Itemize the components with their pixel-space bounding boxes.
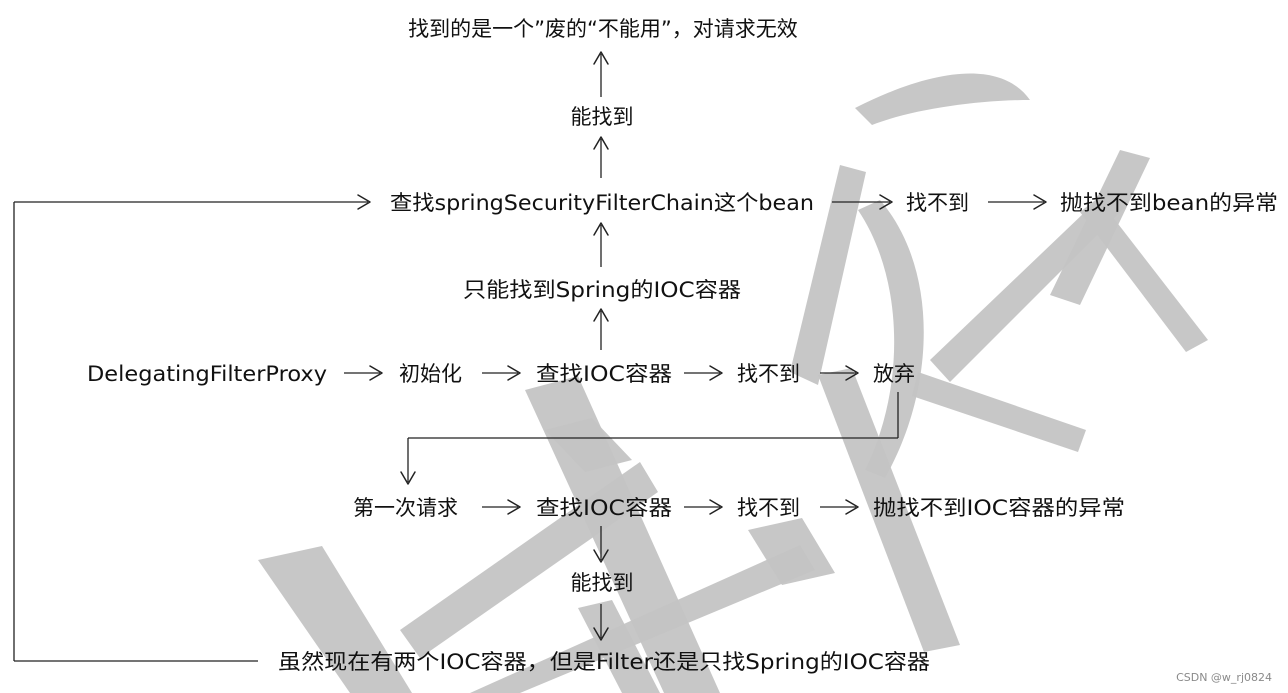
brush-stroke <box>930 190 1124 382</box>
arrowhead-down <box>593 627 609 641</box>
brush-stroke <box>858 200 924 478</box>
arrowhead-right <box>879 194 893 210</box>
init-label: 初始化 <box>399 362 462 386</box>
brush-stroke <box>1080 198 1208 352</box>
arrowhead-right <box>845 365 859 381</box>
find-ioc-1-label: 查找IOC容器 <box>536 362 672 386</box>
brush-stroke <box>912 372 1086 452</box>
background-brush-strokes <box>258 73 1208 693</box>
arrowhead-right <box>369 365 383 381</box>
arrowhead-right <box>507 365 521 381</box>
connectors <box>13 51 1047 662</box>
two-containers-note-label: 虽然现在有两个IOC容器，但是Filter还是只找Spring的IOC容器 <box>278 650 930 674</box>
brush-stroke <box>855 73 1030 125</box>
not-found-ioc-2-label: 找不到 <box>737 496 800 520</box>
arrowhead-down <box>400 471 416 485</box>
arrowhead-right <box>709 365 723 381</box>
top-result-label: 找到的是一个”废的“不能用”，对请求无效 <box>408 17 798 41</box>
find-ioc-2-label: 查找IOC容器 <box>536 496 672 520</box>
arrowhead-right <box>845 499 859 515</box>
node-labels: 找到的是一个”废的“不能用”，对请求无效 能找到 查找springSecurit… <box>87 17 1278 674</box>
arrowhead-up <box>593 136 609 150</box>
throw-bean-exception-label: 抛找不到bean的异常 <box>1060 191 1278 215</box>
arrowhead-right <box>507 499 521 515</box>
brush-stroke <box>470 545 815 693</box>
arrowhead-right <box>1033 194 1047 210</box>
brush-stroke <box>578 600 660 693</box>
brush-stroke <box>258 546 412 693</box>
find-bean-label: 查找springSecurityFilterChain这个bean <box>390 191 814 215</box>
arrowhead-up <box>593 51 609 65</box>
delegating-proxy-label: DelegatingFilterProxy <box>87 362 327 386</box>
arrowhead-up <box>593 308 609 322</box>
brush-stroke <box>818 368 960 652</box>
can-find-top-label: 能找到 <box>571 105 634 129</box>
brush-stroke <box>545 418 632 472</box>
brush-stroke <box>748 518 835 585</box>
not-found-bean-label: 找不到 <box>906 191 969 215</box>
arrowhead-right <box>357 194 371 210</box>
arrowhead-down <box>593 549 609 563</box>
throw-ioc-exception-label: 抛找不到IOC容器的异常 <box>873 496 1125 520</box>
give-up-label: 放弃 <box>873 362 915 386</box>
can-find-bottom-label: 能找到 <box>571 571 634 595</box>
brush-stroke <box>790 165 866 385</box>
brush-stroke <box>400 462 658 658</box>
arrowhead-up <box>593 222 609 236</box>
not-found-ioc-1-label: 找不到 <box>737 362 800 386</box>
csdn-watermark: CSDN @w_rj0824 <box>1176 671 1272 684</box>
spring-ioc-only-label: 只能找到Spring的IOC容器 <box>463 278 741 302</box>
first-request-label: 第一次请求 <box>353 496 458 520</box>
arrowhead-right <box>709 499 723 515</box>
